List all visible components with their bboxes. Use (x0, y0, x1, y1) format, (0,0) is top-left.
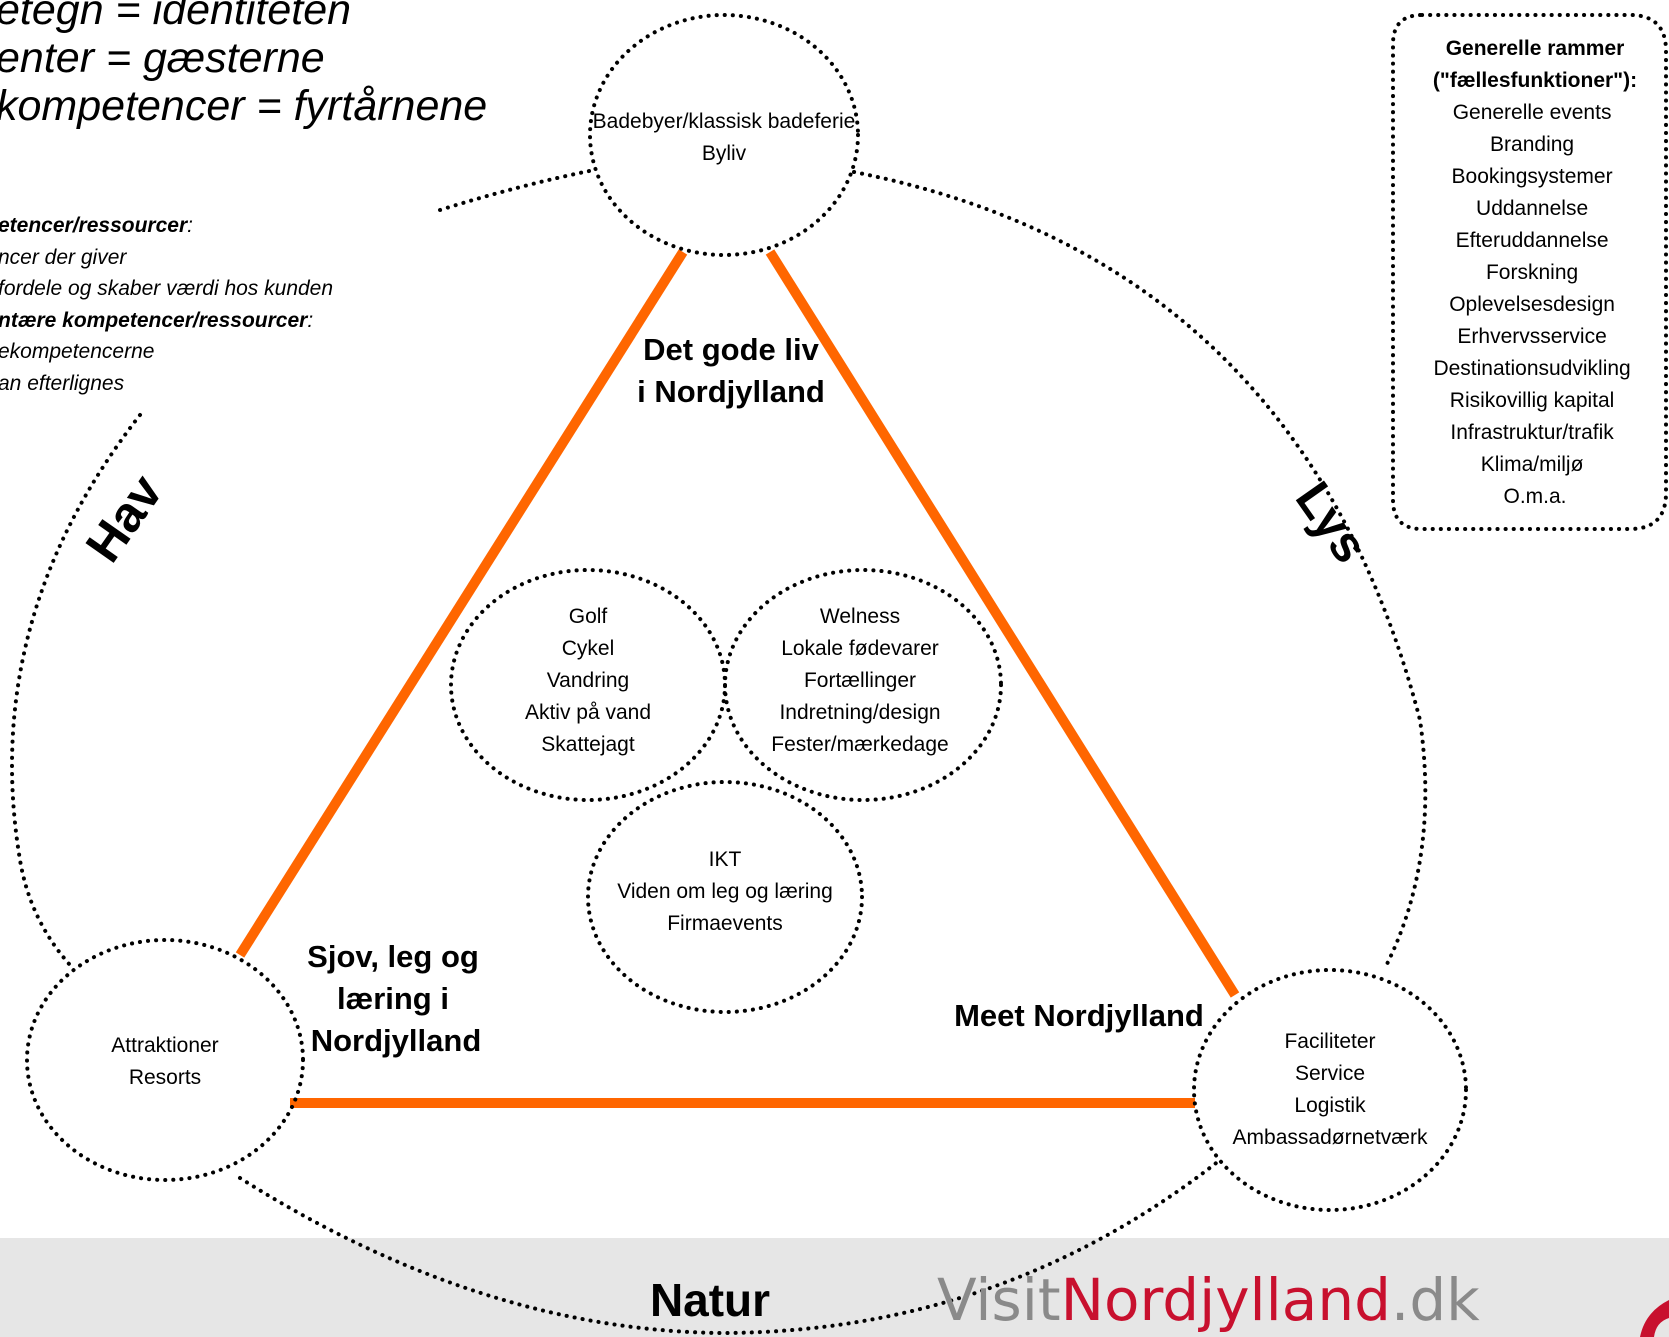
label-right: Meet Nordjylland (954, 998, 1204, 1033)
framework-item: Efteruddannelse (1456, 229, 1609, 252)
logo-part-visit: Visit (937, 1266, 1061, 1334)
outer-arc-top-right (852, 170, 1428, 970)
core-line-1: ncer der giver (0, 245, 127, 269)
label-lys: Lys (1285, 472, 1379, 573)
comp-colon: : (307, 308, 314, 332)
label-hav: Hav (75, 464, 174, 571)
triangle (235, 249, 1240, 1108)
comp-heading: ntære kompetencer/ressourcer (0, 308, 308, 332)
core-line-2: fordele og skaber værdi hos kunden (0, 277, 334, 300)
framework-item: O.m.a. (1503, 485, 1566, 508)
circle-inner-right (723, 568, 1003, 802)
logo-part-nordjylland: Nordjylland (1061, 1266, 1391, 1334)
outer-arc-top-left (438, 168, 596, 212)
circle-top (588, 13, 860, 257)
outer-arc-left (10, 413, 142, 967)
framework-box-border (1391, 13, 1668, 531)
circle-bottom-left (25, 938, 305, 1182)
header-line-3: kompetencer = fyrtårnene (0, 82, 488, 130)
framework-item: Oplevelsesdesign (1449, 293, 1615, 316)
label-natur: Natur (650, 1274, 770, 1326)
comp-line-1: ekompetencerne (0, 340, 155, 363)
framework-item: Destinationsudvikling (1433, 357, 1630, 380)
circle-inner-bottom (586, 780, 864, 1014)
framework-item: Erhvervsservice (1457, 325, 1606, 348)
triangle-edge-right (765, 249, 1240, 998)
framework-item: Klima/miljø (1481, 453, 1584, 476)
outer-arc-bottom (238, 1158, 1222, 1336)
logo-part-dk: .dk (1391, 1266, 1480, 1334)
framework-item: Uddannelse (1476, 197, 1588, 220)
visitnordjylland-logo[interactable]: VisitNordjylland.dk (937, 1266, 1480, 1334)
framework-item: Risikovillig kapital (1450, 389, 1615, 412)
framework-list: Generelle events Branding Bookingsysteme… (1433, 101, 1636, 508)
core-heading: etencer/ressourcer (0, 214, 188, 237)
swirl-logo-icon (1640, 1300, 1669, 1337)
header-lines: etegn = identiteten enter = gæsterne kom… (0, 0, 487, 130)
core-heading-line: etencer/ressourcer: (0, 210, 333, 242)
framework-item: Branding (1490, 133, 1574, 156)
framework-item: Infrastruktur/trafik (1450, 421, 1614, 444)
framework-title: Generelle rammer("fællesfunktioner"): (1433, 37, 1637, 92)
definitions: etencer/ressourcer: ncer der giver forde… (0, 210, 333, 399)
core-colon: : (187, 214, 193, 237)
circle-bottom-right (1192, 968, 1468, 1212)
footer-bar (0, 1238, 1669, 1337)
outer-ring (10, 168, 1428, 1336)
triangle-edge-left (235, 249, 688, 958)
header-line-2: enter = gæsterne (0, 34, 325, 82)
comp-heading-line: ntære kompetencer/ressourcer: (0, 305, 333, 337)
comp-line-2: an efterlignes (0, 371, 125, 395)
framework-item: Forskning (1486, 261, 1578, 284)
framework-item: Bookingsystemer (1452, 165, 1613, 188)
header-line-1: etegn = identiteten (0, 0, 352, 34)
framework-item: Generelle events (1453, 101, 1612, 124)
